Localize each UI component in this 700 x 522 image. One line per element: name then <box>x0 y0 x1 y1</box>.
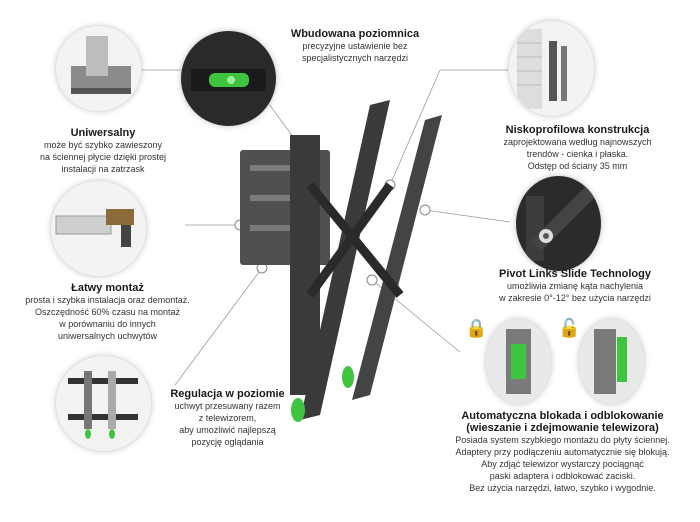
text-line: może być szybko zawieszony <box>43 140 163 150</box>
feature-lowprofile: Niskoprofilowa konstrukcja zaprojektowan… <box>470 124 685 172</box>
text-line: uchwyt przesuwany razem <box>174 401 281 411</box>
text-line: z telewizorem, <box>198 413 257 423</box>
feature-lowprofile-title: Niskoprofilowa konstrukcja <box>505 124 650 136</box>
feature-lowprofile-desc: zaprojektowana według najnowszych trendów… <box>470 136 685 172</box>
feature-pivot-title: Pivot Links Slide Technology <box>499 268 651 280</box>
text-line: zaprojektowana według najnowszych <box>503 137 652 147</box>
text-line: Automatyczna blokada i odblokowanie <box>461 410 664 422</box>
feature-level: Wbudowana poziomnica precyzyjne ustawien… <box>255 28 455 64</box>
low-profile-detail-image <box>508 20 595 117</box>
text-line: Oszczędność 60% czasu na montaż <box>34 307 181 317</box>
text-line: instalacji na zatrzask <box>61 164 145 174</box>
text-line: na ściennej płycie dzięki prostej <box>39 152 167 162</box>
text-line: Adaptery przy podłączeniu automatycznie … <box>455 447 670 457</box>
feature-horizontal: Regulacja w poziomie uchwyt przesuwany r… <box>155 388 300 448</box>
lock-icon: 🔒 <box>465 318 488 338</box>
feature-easy-desc: prosta i szybka instalacja oraz demontaż… <box>0 294 215 342</box>
text-line: Bez użycia narzędzi, łatwo, szybko i wyg… <box>469 483 656 493</box>
unlock-detail-image <box>578 318 645 405</box>
feature-pivot: Pivot Links Slide Technology umożliwia z… <box>465 268 685 304</box>
horizontal-adjust-detail-image <box>55 355 152 452</box>
easy-mount-detail-image <box>50 180 147 277</box>
feature-level-title: Wbudowana poziomnica <box>290 28 420 40</box>
feature-easy: Łatwy montaż prosta i szybka instalacja … <box>0 282 215 342</box>
pivot-links-detail-image <box>515 175 602 272</box>
feature-autolock-title: Automatyczna blokada i odblokowanie(wies… <box>430 410 695 434</box>
text-line: Odstęp od ściany 35 mm <box>527 161 628 171</box>
text-line: prosta i szybka instalacja oraz demontaż… <box>25 295 190 305</box>
feature-universal-desc: może być szybko zawieszony na ściennej pł… <box>8 139 198 175</box>
text-line: w zakresie 0°-12° bez użycia narzędzi <box>499 293 651 303</box>
feature-autolock-desc: Posiada system szybkiego montażu do płyt… <box>430 434 695 494</box>
feature-easy-title: Łatwy montaż <box>71 282 144 294</box>
feature-level-desc: precyzyjne ustawienie bez specjalistyczny… <box>255 40 455 64</box>
feature-universal: Uniwersalny może być szybko zawieszony na… <box>8 127 198 175</box>
feature-horizontal-title: Regulacja w poziomie <box>170 388 285 400</box>
text-line: pozycję oglądania <box>191 437 264 447</box>
text-line: w porównaniu do innych <box>59 319 156 329</box>
feature-horizontal-desc: uchwyt przesuwany razem z telewizorem, aby… <box>155 400 300 448</box>
spirit-level-detail-image <box>180 30 277 127</box>
universal-detail-image <box>55 25 142 112</box>
text-line: trendów - cienka i płaska. <box>526 149 629 159</box>
feature-universal-title: Uniwersalny <box>70 127 136 139</box>
feature-autolock: Automatyczna blokada i odblokowanie(wies… <box>430 410 695 494</box>
text-line: specjalistycznych narzędzi <box>301 53 409 63</box>
text-line: paski adaptera i odblokować zaciski. <box>489 471 636 481</box>
text-line: (wieszanie i zdejmowanie telewizora) <box>466 422 659 434</box>
unlock-icon: 🔓 <box>558 318 581 338</box>
lock-detail-image <box>485 318 552 405</box>
text-line: aby umożliwić najlepszą <box>179 425 276 435</box>
text-line: Aby zdjąć telewizor wystarczy pociągnąć <box>481 459 644 469</box>
tv-bracket-image <box>240 100 442 422</box>
text-line: Posiada system szybkiego montażu do płyt… <box>455 435 670 445</box>
text-line: uniwersalnych uchwytów <box>57 331 158 341</box>
text-line: precyzyjne ustawienie bez <box>302 41 408 51</box>
feature-pivot-desc: umożliwia zmianę kąta nachylenia w zakres… <box>465 280 685 304</box>
text-line: umożliwia zmianę kąta nachylenia <box>506 281 644 291</box>
